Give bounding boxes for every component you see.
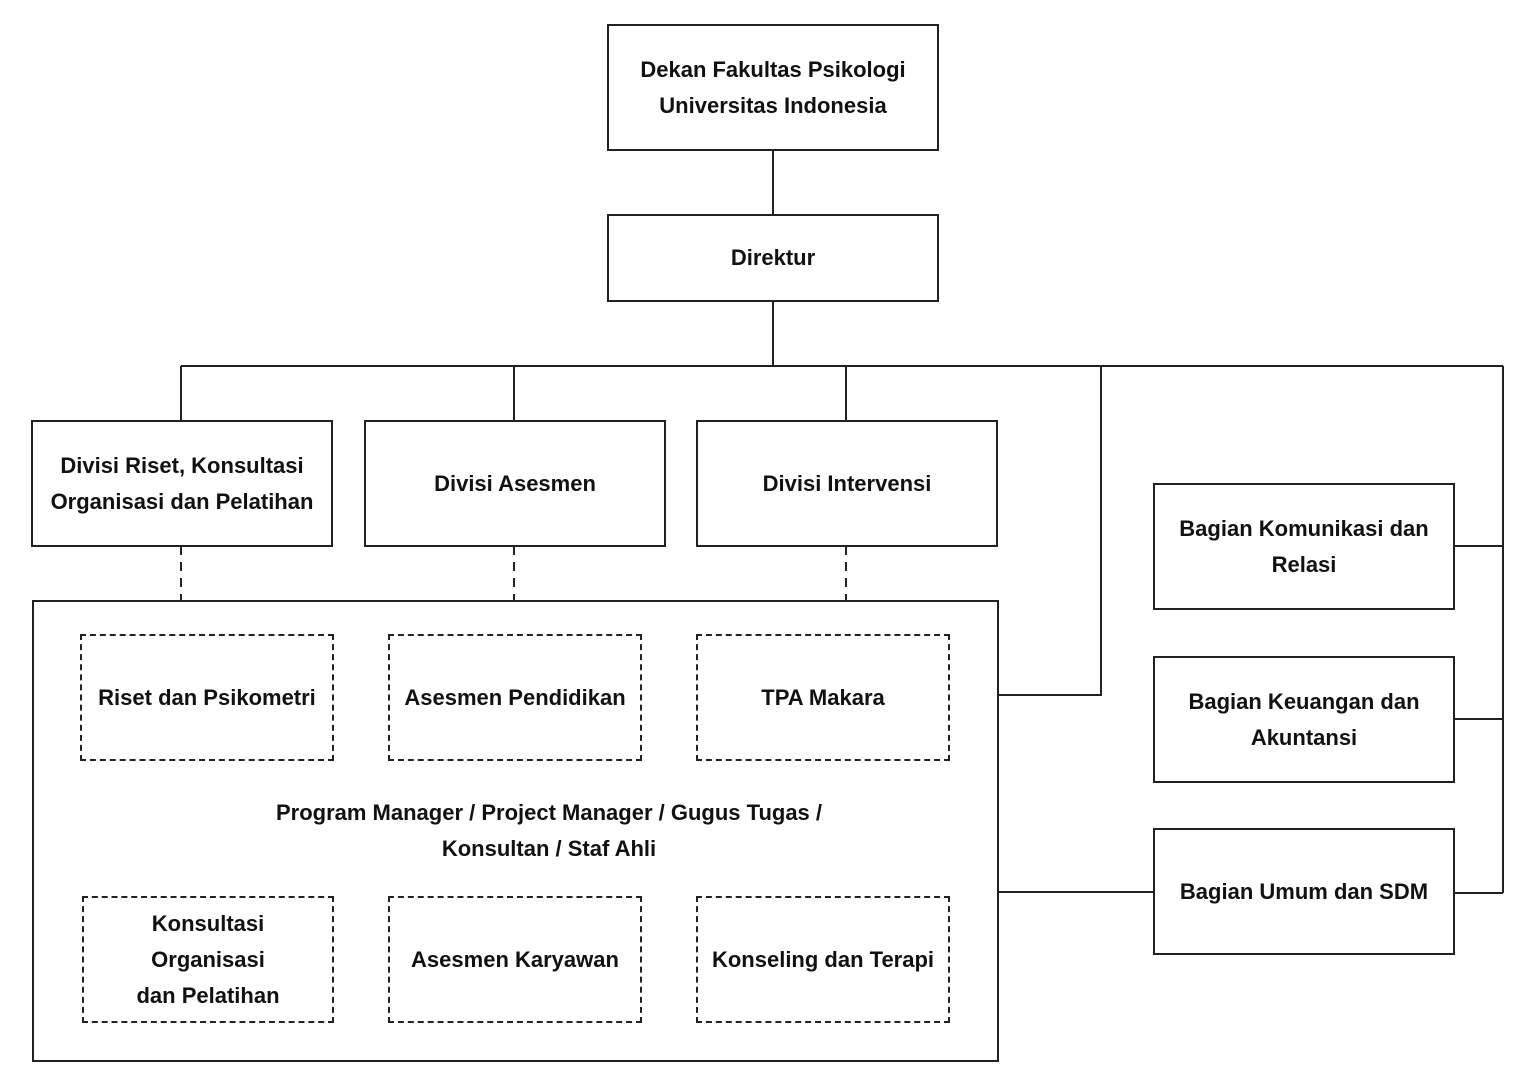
unit-riset-psikometri: Riset dan Psikometri	[80, 634, 334, 761]
unit-asesmen-karyawan: Asesmen Karyawan	[388, 896, 642, 1023]
unit-label: Asesmen Karyawan	[411, 946, 619, 972]
unit-label: Konsultasi Organisasi dan Pelatihan	[136, 910, 280, 1008]
program-label: Program Manager / Project Manager / Gugu…	[275, 800, 823, 861]
dean-box: Dekan Fakultas Psikologi Universitas Ind…	[607, 24, 939, 151]
unit-konseling-terapi: Konseling dan Terapi	[696, 896, 950, 1023]
connector-program-container	[998, 366, 1102, 696]
unit-label: Konseling dan Terapi	[711, 946, 935, 972]
unit-label: Riset dan Psikometri	[98, 684, 316, 710]
department-finance-box: Bagian Keuangan dan Akuntansi	[1153, 656, 1455, 783]
division-assessment-label: Divisi Asesmen	[434, 470, 596, 496]
dean-label: Dekan Fakultas Psikologi Universitas Ind…	[640, 56, 906, 118]
unit-tpa-makara: TPA Makara	[696, 634, 950, 761]
department-communication-box: Bagian Komunikasi dan Relasi	[1153, 483, 1455, 610]
division-intervention-box: Divisi Intervensi	[696, 420, 998, 547]
department-communication-label: Bagian Komunikasi dan Relasi	[1179, 515, 1429, 577]
unit-label: TPA Makara	[761, 684, 885, 710]
program-container: Riset dan Psikometri Asesmen Pendidikan …	[32, 600, 999, 1062]
division-research-label: Divisi Riset, Konsultasi Organisasi dan …	[50, 452, 314, 514]
director-box: Direktur	[607, 214, 939, 302]
director-label: Direktur	[730, 245, 816, 270]
department-general-hr-label: Bagian Umum dan SDM	[1179, 878, 1429, 904]
division-intervention-label: Divisi Intervensi	[762, 470, 932, 496]
division-assessment-box: Divisi Asesmen	[364, 420, 666, 547]
division-research-box: Divisi Riset, Konsultasi Organisasi dan …	[31, 420, 333, 547]
unit-konsultasi-organisasi: Konsultasi Organisasi dan Pelatihan	[82, 896, 334, 1023]
department-finance-label: Bagian Keuangan dan Akuntansi	[1188, 688, 1420, 750]
unit-asesmen-pendidikan: Asesmen Pendidikan	[388, 634, 642, 761]
unit-label: Asesmen Pendidikan	[404, 684, 626, 710]
department-general-hr-box: Bagian Umum dan SDM	[1153, 828, 1455, 955]
